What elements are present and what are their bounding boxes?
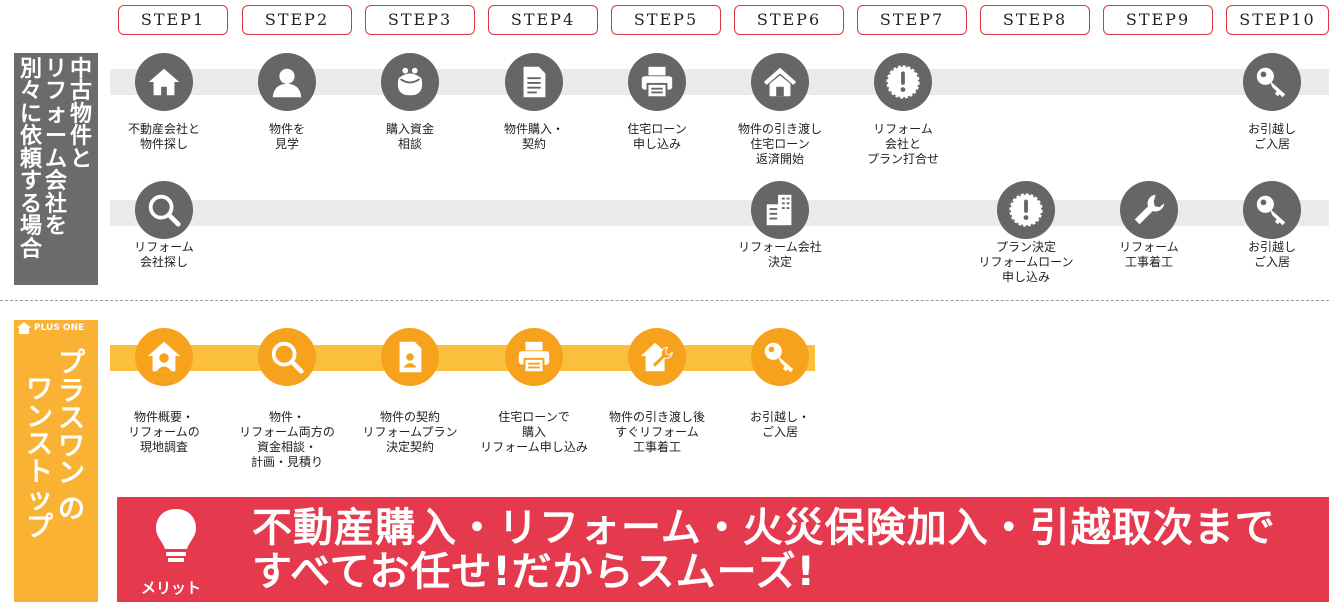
step-8-label: STEP8 (980, 5, 1090, 35)
row1-step4-label: 物件購入・ 契約 (503, 122, 564, 151)
separate-title-col2: リフォーム会社を (45, 57, 68, 240)
contract-icon (381, 328, 439, 386)
purse-icon (381, 53, 439, 111)
building-icon (751, 181, 809, 239)
search-icon (135, 181, 193, 239)
step-2-label: STEP2 (242, 5, 352, 35)
section-divider (0, 300, 1329, 301)
plus-title-col2: ワンストップ (26, 374, 53, 543)
step-5-label: STEP5 (611, 5, 721, 35)
row2-step8-label: プラン決定 リフォームローン 申し込み (978, 240, 1074, 284)
lightbulb-icon (156, 509, 196, 562)
row1-step10-label: お引越し ご入居 (1247, 122, 1296, 151)
separate-title-col3: 別々に依頼する場合 (20, 57, 43, 262)
row3-step4-label: 住宅ローンで 購入 リフォーム申し込み (480, 410, 588, 454)
row3-step5-label: 物件の引き渡し後 すぐリフォーム 工事着工 (608, 410, 705, 454)
merit-label: メリット (141, 579, 202, 597)
plus-one-title-panel: PLUS ONE プラスワン ワンストップ の (14, 320, 98, 602)
row1-step7-label: リフォーム 会社と プラン打合せ (866, 122, 939, 166)
row3-step6-label: お引越し・ ご入居 (749, 410, 810, 439)
row1-step5-label: 住宅ローン 申し込み (627, 122, 687, 151)
step-1-label: STEP1 (118, 5, 228, 35)
banner-line2: すべてお任せ!だからスムーズ! (252, 549, 816, 595)
printer-icon (505, 328, 563, 386)
row1-step2-label: 物件を 見学 (268, 122, 305, 151)
step-7-label: STEP7 (857, 5, 967, 35)
row3-step3-label: 物件の契約 リフォームプラン 決定契約 (362, 410, 458, 454)
house-icon (135, 53, 193, 111)
banner-line1: 不動産購入・リフォーム・火災保険加入・引越取次まで (252, 505, 1276, 551)
plus-title-col1: プラスワン (58, 348, 85, 490)
key-icon (751, 328, 809, 386)
plus-one-logo-text: PLUS ONE (34, 323, 85, 333)
document-icon (505, 53, 563, 111)
key-icon (1243, 53, 1301, 111)
row2-step6-label: リフォーム会社 決定 (738, 240, 822, 269)
plus-one-logo: PLUS ONE (14, 320, 98, 336)
exclamation-seal-icon (874, 53, 932, 111)
step-9-label: STEP9 (1103, 5, 1213, 35)
row2-step9-label: リフォーム 工事着工 (1119, 240, 1179, 269)
wrench-icon (1120, 181, 1178, 239)
row1-step6-label: 物件の引き渡し 住宅ローン 返済開始 (737, 122, 822, 166)
plus-title-suffix: の (58, 494, 85, 525)
person-icon (258, 53, 316, 111)
row1-step1-label: 不動産会社と 物件探し (127, 122, 200, 151)
row1-step3-label: 購入資金 相談 (385, 122, 434, 151)
row3-step1-label: 物件概要・ リフォームの 現地調査 (128, 410, 200, 454)
house-outline-icon (751, 53, 809, 111)
separate-title-col1: 中古物件と (70, 57, 93, 172)
step-4-label: STEP4 (488, 5, 598, 35)
row2-step1-label: リフォーム 会社探し (134, 240, 194, 269)
search-icon (258, 328, 316, 386)
step-10-label: STEP10 (1226, 5, 1329, 35)
separate-order-title-panel: 中古物件と リフォーム会社を 別々に依頼する場合 (14, 53, 98, 285)
logo-house-icon (17, 322, 31, 334)
step-6-label: STEP6 (734, 5, 844, 35)
house-wrench-icon (628, 328, 686, 386)
row2-step10-label: お引越し ご入居 (1247, 240, 1296, 269)
row3-track (110, 345, 815, 371)
exclamation-seal-icon (997, 181, 1055, 239)
house-person-icon (135, 328, 193, 386)
step-3-label: STEP3 (365, 5, 475, 35)
key-icon (1243, 181, 1301, 239)
merit-banner: メリット 不動産購入・リフォーム・火災保険加入・引越取次まで すべてお任せ!だか… (117, 497, 1329, 602)
printer-icon (628, 53, 686, 111)
row3-step2-label: 物件・ リフォーム両方の 資金相談・ 計画・見積り (239, 410, 335, 469)
